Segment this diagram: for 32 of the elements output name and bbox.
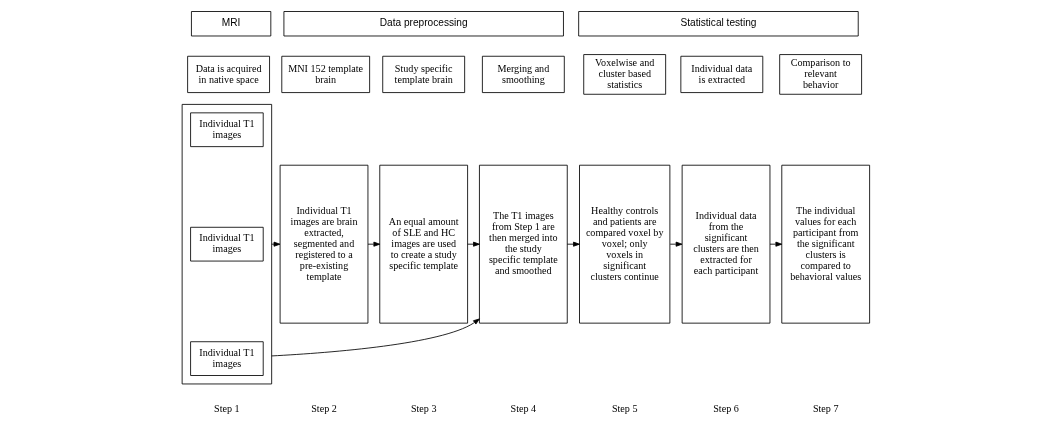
label: Step 4 (510, 402, 536, 414)
node-box: Comparison to relevant behavior (778, 54, 862, 95)
node-box: The individual values for each participant from the significant clusters is compared to behavioral values (780, 164, 870, 324)
arrow (566, 241, 580, 247)
arrow (270, 318, 480, 357)
node-box: Healthy controls and patients are compared voxel by voxel; only voxels in significant clusters continue (578, 164, 670, 324)
node-box: Individual data from the significant clusters are then extracted for each participant (681, 164, 770, 324)
label: Step 3 (410, 402, 436, 414)
node-box: Individual T1 images (189, 341, 264, 376)
label: Step 2 (310, 402, 337, 414)
arrow (669, 241, 682, 247)
arrow (466, 241, 480, 247)
node-box: Individual T1 images (189, 112, 264, 148)
label: Step 5 (611, 402, 637, 414)
node-box: Study specific template brain (381, 55, 465, 93)
arrow (367, 241, 380, 247)
node-box: Individual T1 images (189, 226, 264, 262)
node-box: Voxelwise and cluster based statistics (582, 54, 666, 95)
node-box: MRI (190, 11, 271, 37)
node-box: An equal amount of SLE and HC images are used to create a study specific template (378, 164, 468, 324)
node-box: The T1 images from Step 1 are then merged into the study specific template and smoothed (478, 164, 568, 324)
node-box: Statistical testing (577, 11, 859, 37)
node-box: Individual data is extracted (679, 55, 763, 93)
label: Step 1 (213, 402, 240, 414)
node-box: Data preprocessing (283, 11, 564, 37)
node-box: MNI 152 template brain (280, 55, 370, 93)
node-box: Merging and smoothing (481, 55, 565, 93)
label: Step 6 (712, 402, 739, 414)
node-box: Data is acquired in native space (186, 55, 270, 93)
arrow (769, 241, 782, 247)
node-box: Individual T1 images are brain extracted, segmented and registered to a pre-existing template (279, 164, 368, 324)
label: Step 7 (812, 402, 839, 414)
